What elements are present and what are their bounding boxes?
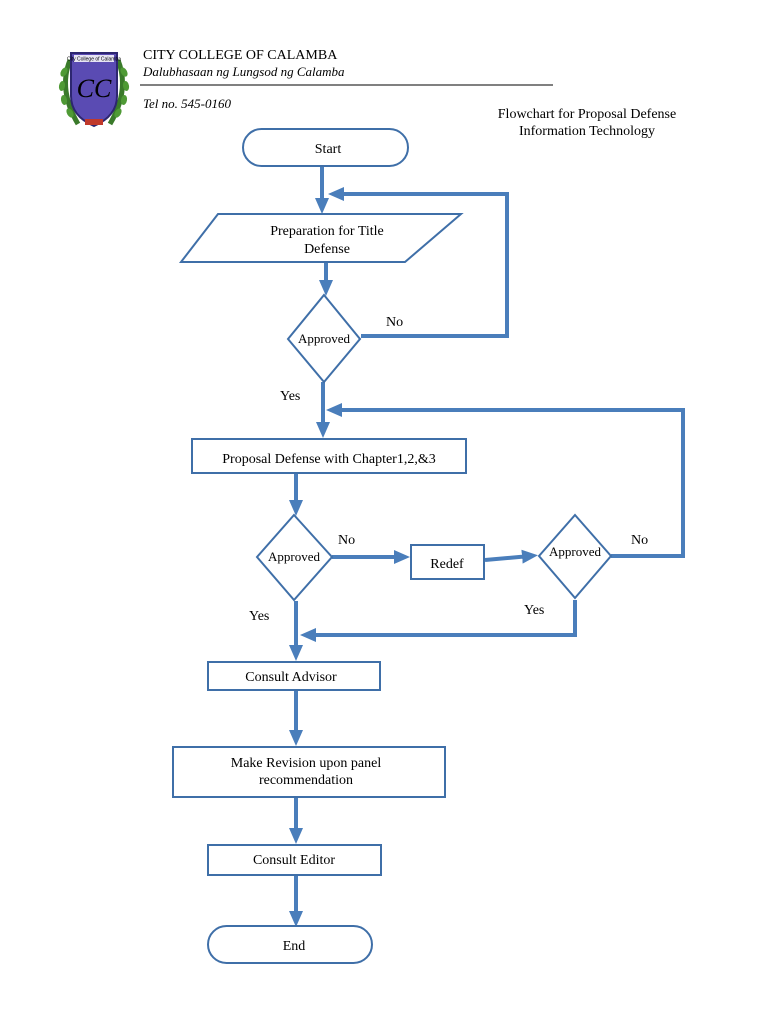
approved-decision-2-label: Approved (268, 549, 320, 564)
flowchart-title-line2: Information Technology (519, 124, 655, 139)
arrow-approved3-yes-return (300, 600, 577, 642)
revision-node: Make Revision upon panel recommendation (172, 746, 446, 798)
approved3-yes-label: Yes (524, 603, 544, 618)
flow-connectors (289, 166, 685, 927)
revision-label-line2: recommendation (259, 773, 353, 788)
shield-icon (70, 52, 118, 128)
college-name: CITY COLLEGE OF CALAMBA (143, 48, 338, 63)
end-terminal: End (207, 925, 373, 964)
logo-monogram: CC (77, 74, 112, 103)
arrow-approved1-no-loop (328, 187, 509, 338)
preparation-node: Preparation for Title Defense (178, 213, 464, 263)
arrow-approved3-no-loop (326, 403, 685, 558)
approved1-no-label: No (386, 315, 403, 330)
flowchart-title-line1: Flowchart for Proposal Defense (498, 107, 676, 122)
redef-label: Redef (430, 557, 464, 572)
approved2-yes-label: Yes (249, 609, 269, 624)
arrow-redef-to-approved3 (484, 549, 538, 564)
start-label: Start (315, 142, 342, 157)
consult-advisor-node: Consult Advisor (207, 661, 381, 691)
telephone-number: Tel no. 545-0160 (143, 96, 231, 111)
proposal-defense-label: Proposal Defense with Chapter1,2,&3 (222, 452, 435, 467)
revision-label-line1: Make Revision upon panel (231, 756, 382, 771)
laurel-wreath-icon (58, 59, 130, 126)
approved-decision-1-label: Approved (298, 331, 350, 346)
approved-decision-3: Approved (537, 513, 613, 600)
approved-decision-3-label: Approved (549, 544, 601, 559)
logo-banner-text: City College of Calamba (67, 57, 121, 63)
end-label: End (283, 939, 306, 954)
approved-decision-1: Approved (286, 293, 362, 384)
college-subtitle: Dalubhasaan ng Lungsod ng Calamba (142, 64, 345, 79)
logo-banner (74, 55, 114, 62)
logo-ribbon (85, 119, 103, 125)
college-logo: City College of Calamba CC (58, 52, 130, 128)
consult-advisor-label: Consult Advisor (245, 670, 337, 685)
proposal-defense-node: Proposal Defense with Chapter1,2,&3 (191, 438, 467, 474)
start-terminal: Start (242, 128, 409, 167)
preparation-label-line2: Defense (304, 242, 350, 257)
consult-editor-node: Consult Editor (207, 844, 382, 876)
approved1-yes-label: Yes (280, 389, 300, 404)
preparation-label-line1: Preparation for Title (270, 224, 384, 239)
consult-editor-label: Consult Editor (253, 853, 335, 868)
approved3-no-label: No (631, 533, 648, 548)
approved-decision-2: Approved (255, 513, 334, 602)
redef-node: Redef (410, 544, 485, 580)
approved2-no-label: No (338, 533, 355, 548)
